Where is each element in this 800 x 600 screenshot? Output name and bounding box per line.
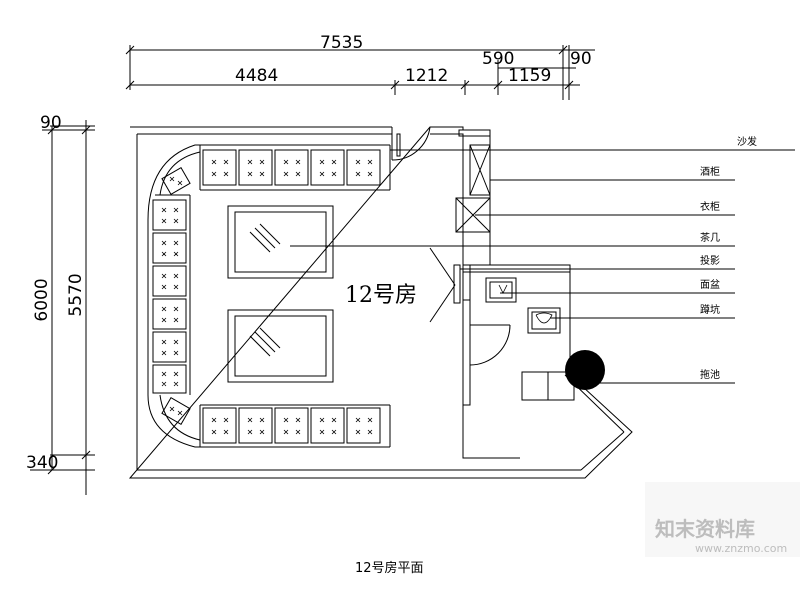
watermark: 知末资料库 www.znzmo.com [645, 482, 800, 557]
room-walls [128, 126, 633, 479]
dim-top-seg-1: 4484 [235, 66, 278, 86]
dim-top-seg-3: 1159 [508, 66, 551, 86]
top-dimension-lines [125, 45, 595, 100]
dim-left-bottom: 340 [26, 453, 58, 473]
dim-top-seg-2: 1212 [405, 66, 448, 86]
legend-projector: 投影 [700, 254, 720, 267]
dim-left-top: 90 [40, 113, 62, 133]
drawing-title: 12号房平面 [355, 560, 424, 576]
dim-top-total: 7535 [320, 33, 363, 53]
dim-top-right-2: 90 [570, 49, 592, 69]
leader-lines [290, 149, 795, 384]
mop-sink-marker [565, 350, 605, 390]
watermark-brand: 知末资料库 [655, 517, 755, 541]
dim-left-inner: 5570 [66, 273, 86, 316]
legend-coffee-table: 茶几 [700, 231, 720, 244]
legend-wardrobe: 衣柜 [700, 200, 720, 213]
cabinets [455, 144, 491, 233]
legend-sofa: 沙发 [737, 135, 757, 148]
sofa-group [147, 144, 391, 448]
sofa-cushions [152, 149, 381, 444]
legend-squat-toilet: 蹲坑 [700, 303, 720, 316]
bathroom-fixtures [485, 277, 575, 401]
legend-mop-sink: 拖池 [700, 368, 720, 381]
room-label: 12号房 [345, 283, 417, 308]
bathroom-door [469, 324, 511, 366]
coffee-tables [227, 205, 334, 383]
cushion-marks [161, 159, 553, 435]
legend-wine-cabinet: 酒柜 [700, 165, 720, 178]
legend-basin: 面盆 [700, 278, 720, 291]
entrance-door [391, 126, 431, 161]
left-dimension-lines [30, 120, 95, 495]
watermark-url: www.znzmo.com [695, 542, 787, 555]
dim-top-right-1: 590 [482, 49, 514, 69]
dim-left-outer: 6000 [32, 278, 52, 321]
